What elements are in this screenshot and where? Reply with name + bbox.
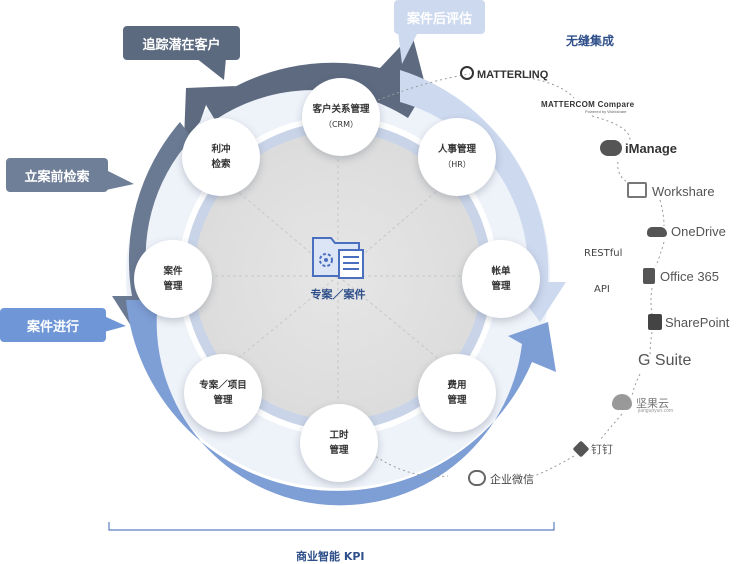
callout-progress: 案件进行 <box>0 308 106 342</box>
integration-office365[interactable]: Office 365 <box>643 268 719 284</box>
node-conflict-sub: 检索 <box>211 159 231 170</box>
jianguoyun-sub: jianguoyun.com <box>638 408 674 414</box>
node-hr[interactable]: 人事管理 （HR） <box>418 118 496 196</box>
sharepoint-icon <box>648 314 662 330</box>
integration-gsuite[interactable]: G Suite <box>638 352 691 370</box>
imanage-icon <box>600 140 622 156</box>
callout-precheck-text: 立案前检索 <box>24 169 90 185</box>
arc-post-eval <box>400 70 566 322</box>
mattercom-sub: Powered by Workshare <box>585 109 627 114</box>
node-hr-sub: （HR） <box>443 160 471 169</box>
node-timesheet[interactable]: 工时 管理 <box>300 404 378 482</box>
node-timesheet-sub: 管理 <box>329 445 349 456</box>
center-hub: 专案／案件 <box>290 232 386 312</box>
matterlinq-icon <box>460 66 474 80</box>
node-conflict-check[interactable]: 利冲 检索 <box>182 118 260 196</box>
node-case[interactable]: 案件 管理 <box>134 240 212 318</box>
arc-precheck <box>112 122 192 340</box>
callout-track-leads: 追踪潜在客户 <box>123 26 240 60</box>
node-expense-sub: 管理 <box>447 395 467 406</box>
node-expense-title: 费用 <box>447 380 467 391</box>
node-crm-title: 客户关系管理 <box>312 104 370 115</box>
jianguoyun-text: 坚果云 <box>636 398 669 410</box>
callout-post-eval: 案件后评估 <box>394 0 485 34</box>
node-crm[interactable]: 客户关系管理 （CRM） <box>302 78 380 156</box>
api-label-restful: RESTful <box>584 248 623 259</box>
imanage-text: iManage <box>625 141 678 156</box>
node-project-sub: 管理 <box>213 395 233 406</box>
node-conflict-title: 利冲 <box>211 144 231 155</box>
integration-dingtalk[interactable]: 钉钉 <box>572 440 613 458</box>
callout-progress-pointer <box>104 316 126 332</box>
integration-jianguoyun[interactable]: 坚果云 jianguoyun.com <box>612 394 673 414</box>
node-hr-title: 人事管理 <box>437 144 476 155</box>
integration-workshare[interactable]: Workshare <box>627 182 715 199</box>
node-crm-sub: （CRM） <box>323 120 359 129</box>
arc-track-head <box>184 86 236 140</box>
integration-matterlinq[interactable]: MATTERLINQ <box>460 66 548 81</box>
callout-precheck-pointer <box>106 170 134 190</box>
node-project[interactable]: 专案／项目 管理 <box>184 354 262 432</box>
integration-sharepoint[interactable]: SharePoint <box>648 314 729 330</box>
integration-wecom[interactable]: 企业微信 <box>468 470 534 487</box>
node-billing-title: 帐单 <box>491 266 511 277</box>
bottom-brace <box>108 522 555 531</box>
case-folder-icon <box>312 237 364 279</box>
integration-imanage[interactable]: iManage <box>600 140 677 156</box>
callout-precheck: 立案前检索 <box>6 158 108 192</box>
integration-title: 无缝集成 <box>566 34 615 48</box>
node-billing-sub: 管理 <box>491 281 511 292</box>
node-expense[interactable]: 费用 管理 <box>418 354 496 432</box>
callout-post-eval-text: 案件后评估 <box>406 11 472 27</box>
workshare-text: Workshare <box>652 184 715 199</box>
onedrive-text: OneDrive <box>671 224 726 239</box>
callout-progress-text: 案件进行 <box>26 319 79 335</box>
dingtalk-icon <box>572 440 590 458</box>
bottom-label-bi-kpi: 商业智能 KPI <box>296 550 365 563</box>
onedrive-icon <box>647 227 667 237</box>
node-billing[interactable]: 帐单 管理 <box>462 240 540 318</box>
center-label: 专案／案件 <box>310 288 366 301</box>
gsuite-text: G Suite <box>638 352 692 369</box>
integration-mattercom[interactable]: MATTERCOM Compare Powered by Workshare <box>541 100 634 114</box>
integration-onedrive[interactable]: OneDrive <box>647 224 726 239</box>
wecom-text: 企业微信 <box>490 474 534 486</box>
node-case-title: 案件 <box>163 266 183 277</box>
matterlinq-text: MATTERLINQ <box>477 69 549 81</box>
jianguoyun-icon <box>612 394 632 410</box>
node-timesheet-title: 工时 <box>329 430 349 441</box>
workshare-icon <box>627 182 647 198</box>
mattercom-text: MATTERCOM Compare <box>541 100 635 109</box>
callout-post-eval-pointer <box>398 32 418 64</box>
callout-track-text: 追踪潜在客户 <box>142 37 221 53</box>
callout-track-pointer <box>196 58 226 80</box>
node-case-sub: 管理 <box>163 281 183 292</box>
spokes <box>206 150 470 400</box>
node-project-title: 专案／项目 <box>199 380 247 391</box>
integration-connectors <box>371 73 665 477</box>
dingtalk-text: 钉钉 <box>591 444 613 456</box>
office365-text: Office 365 <box>660 269 720 284</box>
api-label-api: API <box>594 284 610 295</box>
office365-icon <box>643 268 655 284</box>
wecom-icon <box>468 470 486 486</box>
sharepoint-text: SharePoint <box>665 315 730 330</box>
